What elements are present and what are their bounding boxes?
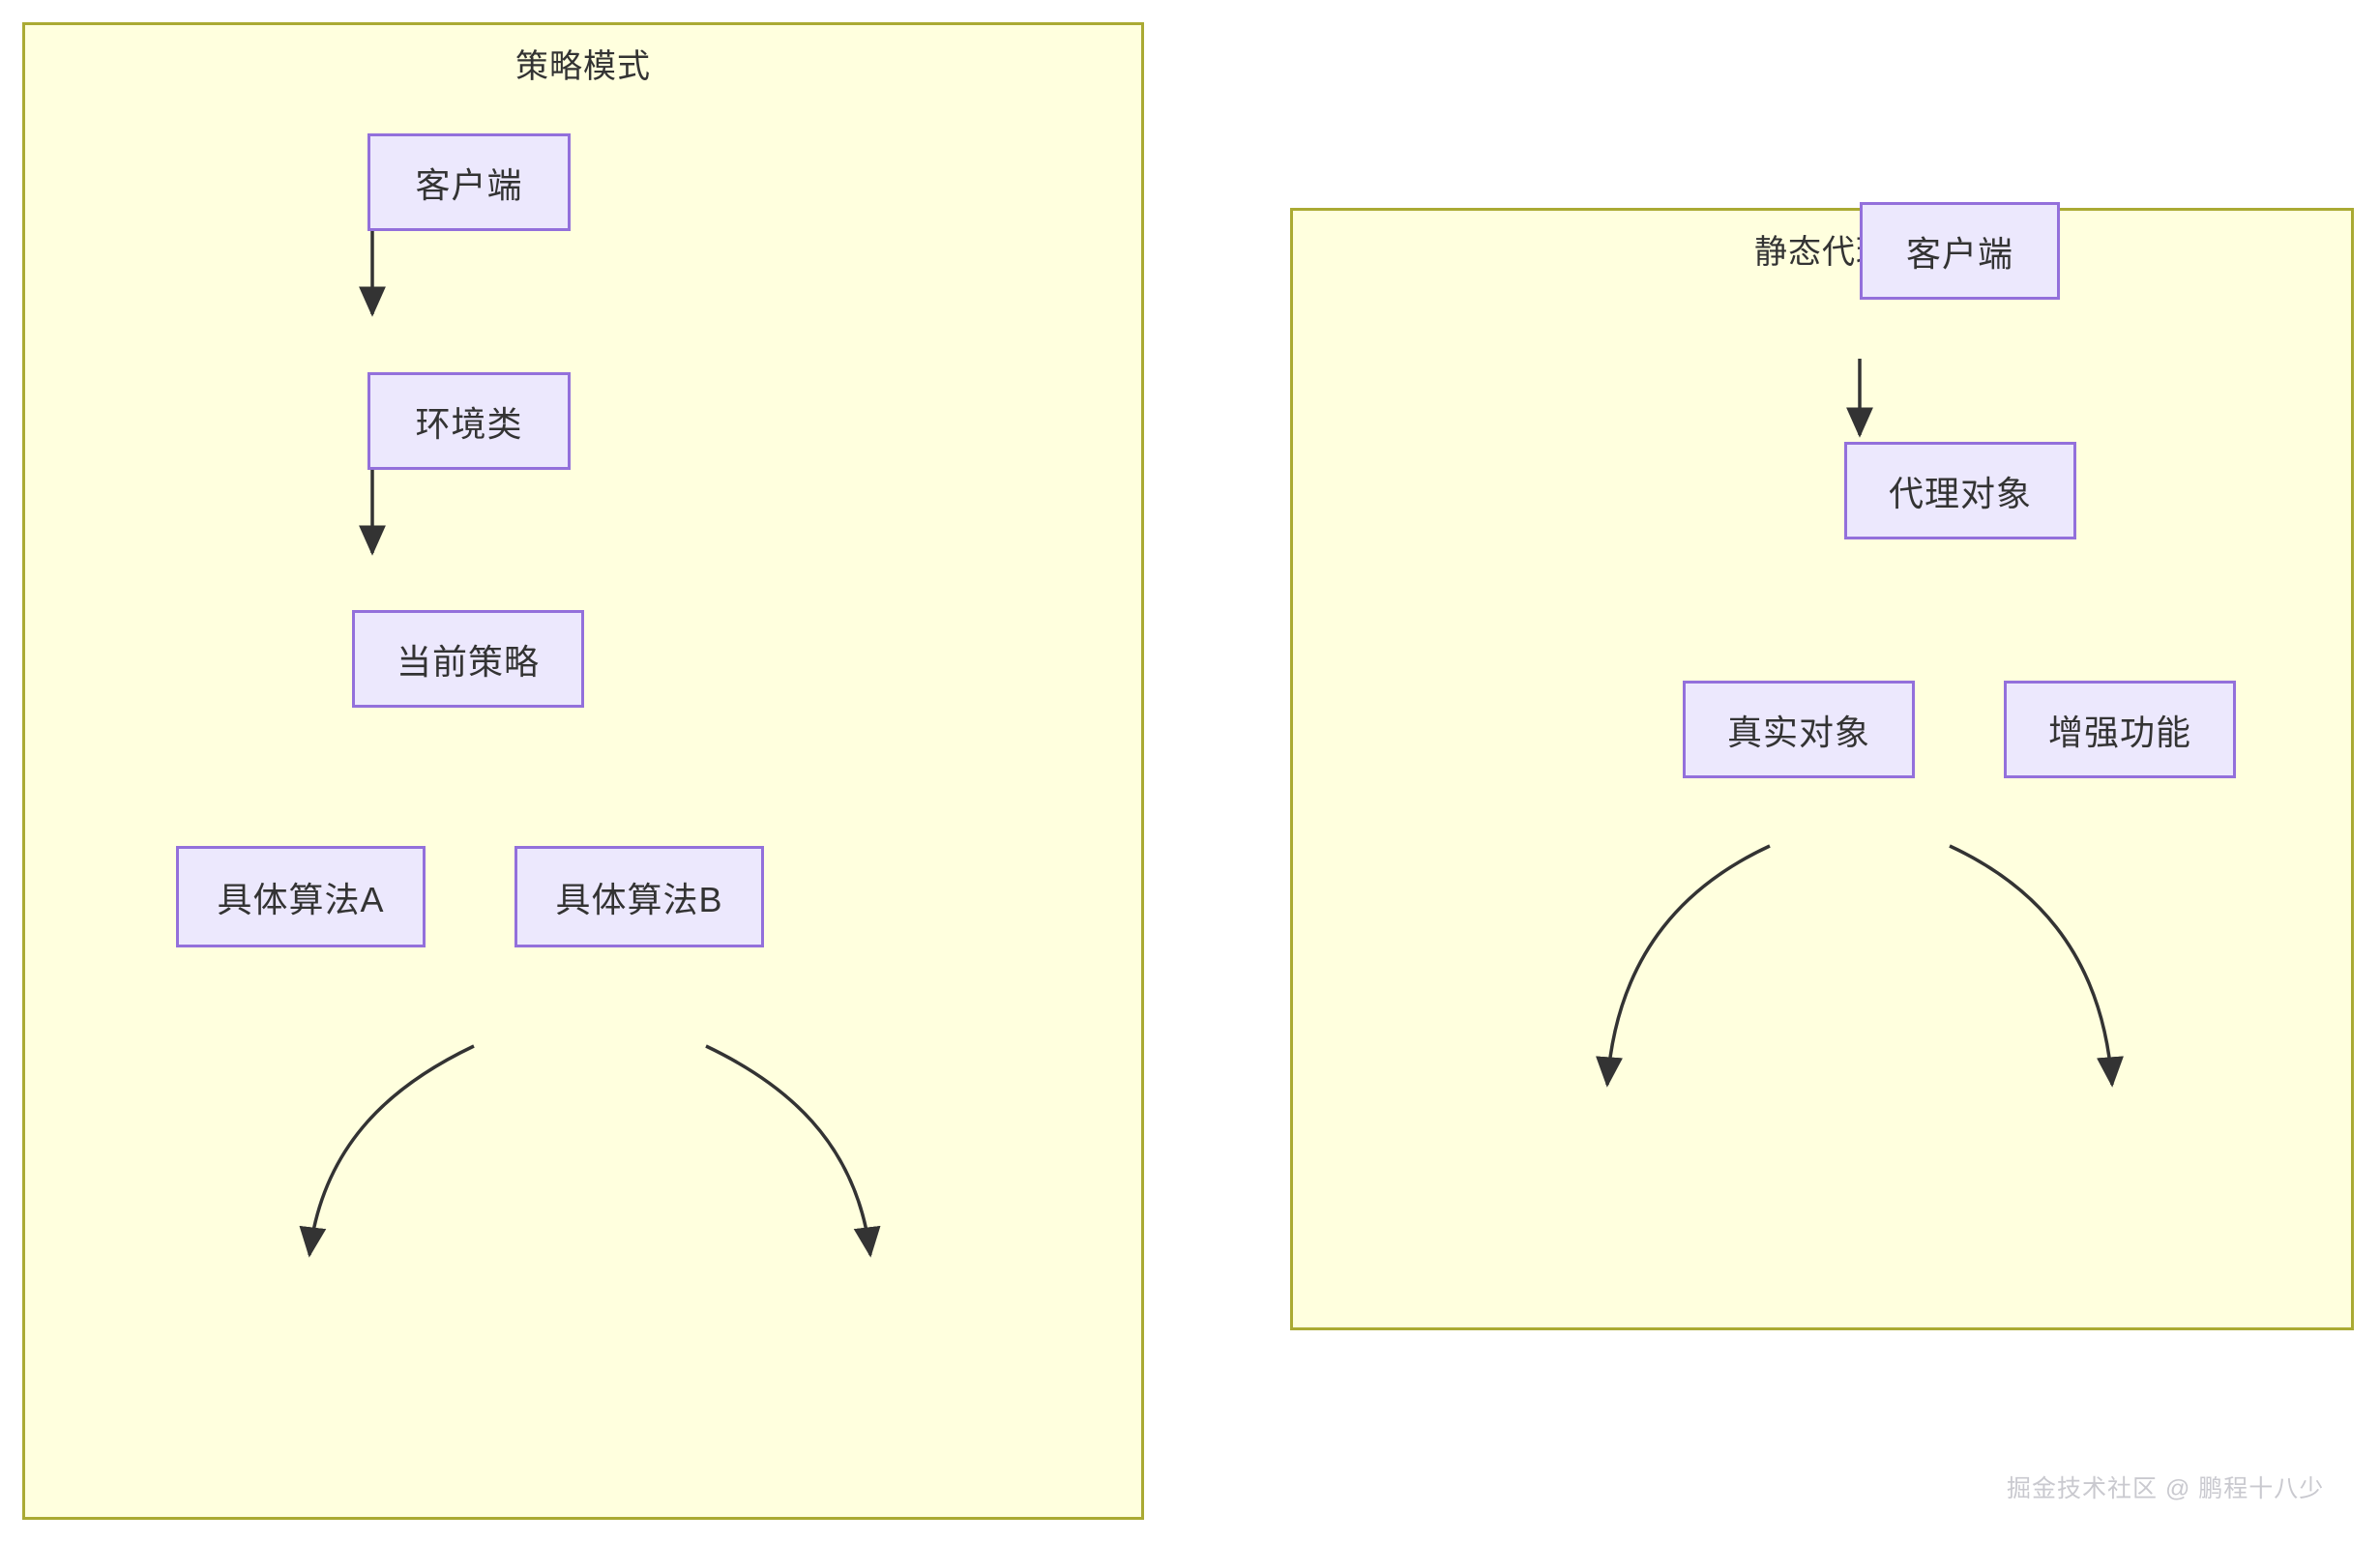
node-label: 代理对象 <box>1888 473 2032 513</box>
node-strategy-algorithm-b[interactable]: 具体算法B <box>514 846 764 947</box>
node-label: 环境类 <box>415 403 523 444</box>
node-strategy-client[interactable]: 客户端 <box>367 133 571 231</box>
node-label: 增强功能 <box>2047 712 2191 752</box>
node-proxy-real-object[interactable]: 真实对象 <box>1683 681 1915 778</box>
watermark: 掘金技术社区 @ 鹏程十八少 <box>2007 1475 2325 1502</box>
node-proxy-client[interactable]: 客户端 <box>1860 202 2060 300</box>
node-label: 客户端 <box>415 164 523 205</box>
node-label: 具体算法B <box>555 879 723 919</box>
node-strategy-current[interactable]: 当前策略 <box>352 610 584 708</box>
node-strategy-algorithm-a[interactable]: 具体算法A <box>176 846 426 947</box>
subgraph-strategy-pattern: 策略模式 <box>22 22 1144 1520</box>
node-proxy-object[interactable]: 代理对象 <box>1844 442 2076 539</box>
subgraph-title-strategy: 策略模式 <box>515 48 651 85</box>
node-label: 真实对象 <box>1726 712 1870 752</box>
subgraph-title-proxy: 静态代理 <box>1754 234 1890 271</box>
node-strategy-context[interactable]: 环境类 <box>367 372 571 470</box>
node-label: 具体算法A <box>217 879 385 919</box>
node-label: 客户端 <box>1905 233 2013 274</box>
node-proxy-enhancement[interactable]: 增强功能 <box>2004 681 2236 778</box>
node-label: 当前策略 <box>396 641 540 682</box>
